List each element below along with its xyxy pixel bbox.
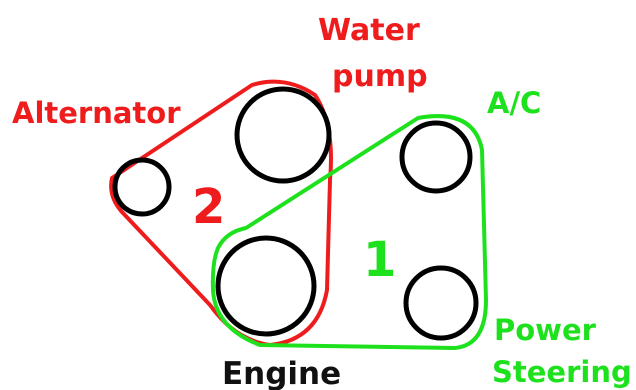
- power-steering-label-line2: Steering: [492, 355, 632, 389]
- belt-1: [210, 114, 488, 350]
- alternator-label: Alternator: [12, 96, 181, 130]
- belt-1-number: 1: [363, 232, 396, 288]
- ac-pulley: [399, 120, 473, 194]
- belt-2-number: 2: [192, 179, 225, 235]
- water-pump-pulley: [234, 86, 332, 184]
- belt-2: [109, 79, 333, 347]
- ac-label: A/C: [487, 86, 541, 120]
- power-steering-pulley: [403, 265, 479, 341]
- engine-pulley: [215, 235, 317, 337]
- water-pump-label-line1: Water: [318, 13, 420, 48]
- alternator-pulley: [112, 157, 172, 217]
- power-steering-label-line1: Power: [494, 313, 597, 347]
- engine-label: Engine: [222, 356, 341, 390]
- water-pump-label-line2: pump: [332, 59, 428, 94]
